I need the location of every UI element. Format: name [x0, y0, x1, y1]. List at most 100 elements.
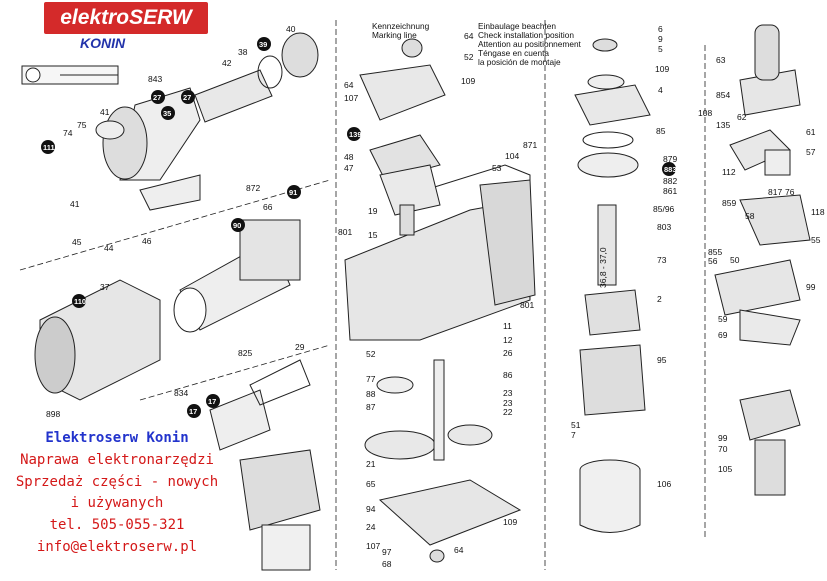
- part-label: 62: [737, 112, 747, 122]
- part-label: 872: [246, 183, 260, 193]
- part-label: 29: [295, 342, 305, 352]
- part-label-marker: [161, 106, 175, 120]
- part-label: 855: [708, 247, 722, 257]
- part-label: 9: [658, 34, 663, 44]
- part-label: 23: [503, 388, 513, 398]
- part-label: 51: [571, 420, 581, 430]
- part-label: 52: [464, 52, 474, 62]
- part-label-marker: [662, 162, 676, 176]
- shop-advert: Elektroserw Konin Naprawa elektronarzędz…: [10, 428, 224, 559]
- part-label: 109: [503, 517, 517, 527]
- part-label: 95: [657, 355, 667, 365]
- part-label: 66: [263, 202, 273, 212]
- part-label: 803: [657, 222, 671, 232]
- part-label: 73: [657, 255, 667, 265]
- part-label-marker: [181, 90, 195, 104]
- part-label: 801: [520, 300, 534, 310]
- part-label: 91: [289, 188, 297, 197]
- brand-city: KONIN: [80, 35, 126, 51]
- part-label: 843: [148, 74, 162, 84]
- part-label: 85: [656, 126, 666, 136]
- diagram-parts: [19, 20, 811, 571]
- part-label: 69: [718, 330, 728, 340]
- part-label-marker: [151, 90, 165, 104]
- note-line-1: Einbaulage beachten: [478, 21, 556, 31]
- note-line-5: la posición de montaje: [478, 57, 561, 67]
- part-label: 105: [718, 464, 732, 474]
- part-label: 107: [366, 541, 380, 551]
- part-label: 106: [657, 479, 671, 489]
- ad-line-used: i używanych: [70, 495, 164, 512]
- part-label: 871: [523, 140, 537, 150]
- part-label: 44: [104, 243, 114, 253]
- part-label: 7: [571, 430, 576, 440]
- part-label: 15: [368, 230, 378, 240]
- part-label: 104: [505, 151, 519, 161]
- part-label: 46: [142, 236, 152, 246]
- ad-line-repair: Naprawa elektronarzędzi: [20, 451, 214, 468]
- ad-line-phone: tel. 505-055-321: [49, 517, 185, 534]
- part-label: 21: [366, 459, 376, 469]
- kennzeichnung-line-2: Marking line: [372, 30, 417, 40]
- part-label: 35: [163, 109, 171, 118]
- part-label: 17: [208, 397, 216, 406]
- part-label: 77: [366, 374, 376, 384]
- part-label: 50: [730, 255, 740, 265]
- part-label-marker: [187, 404, 201, 418]
- part-label: 107: [344, 93, 358, 103]
- part-label: 17: [189, 407, 197, 416]
- part-label-marker: [72, 294, 86, 308]
- part-label: 882: [663, 176, 677, 186]
- part-label: 817: [768, 187, 782, 197]
- part-label: 63: [716, 55, 726, 65]
- part-label: 53: [492, 163, 502, 173]
- part-label: 112: [722, 167, 736, 177]
- part-label: 99: [806, 282, 816, 292]
- part-label: 854: [716, 90, 730, 100]
- part-label: 109: [655, 64, 669, 74]
- part-label: 85/96: [653, 204, 675, 214]
- part-label: 111: [43, 143, 55, 152]
- part-label: 24: [366, 522, 376, 532]
- note-line-3: Attention au positionnement: [478, 39, 582, 49]
- part-label: 135: [716, 120, 730, 130]
- part-label: 109: [461, 76, 475, 86]
- part-label: 76: [785, 187, 795, 197]
- part-label: 97: [382, 547, 392, 557]
- part-label: 40: [286, 24, 296, 34]
- part-label: 110: [74, 297, 86, 306]
- part-label: 41: [100, 107, 110, 117]
- shop-name: Elektroserw Konin: [45, 430, 189, 446]
- part-label: 898: [46, 409, 60, 419]
- part-label: 2: [657, 294, 662, 304]
- part-label: 58: [745, 211, 755, 221]
- part-label: 75: [77, 120, 87, 130]
- part-label: 56: [708, 256, 718, 266]
- note-line-2: Check installation position: [478, 30, 574, 40]
- part-label: 38: [238, 47, 248, 57]
- part-label: 108: [698, 108, 712, 118]
- part-label: 11: [503, 321, 512, 331]
- part-label: 87: [366, 402, 376, 412]
- part-label: 90: [233, 221, 241, 230]
- part-label: 22: [503, 407, 513, 417]
- part-label-marker: [287, 185, 301, 199]
- brand-logo: elektroSERW: [44, 2, 208, 34]
- kennzeichnung-line-1: Kennzeichnung: [372, 21, 430, 31]
- part-label-marker: [231, 218, 245, 232]
- part-label: 861: [663, 186, 677, 196]
- part-label: 55: [811, 235, 821, 245]
- part-label: 6: [658, 24, 663, 34]
- part-label-marker: [41, 140, 55, 154]
- part-label: 65: [366, 479, 376, 489]
- part-label: 801: [338, 227, 352, 237]
- part-label: 64: [454, 545, 464, 555]
- installation-note: Kennzeichnung Marking line Einbaulage be…: [372, 21, 582, 67]
- part-label-marker: [347, 127, 361, 141]
- part-label: 4: [658, 85, 663, 95]
- part-label: 61: [806, 127, 816, 137]
- part-label: 86: [503, 370, 513, 380]
- part-label: 52: [366, 349, 376, 359]
